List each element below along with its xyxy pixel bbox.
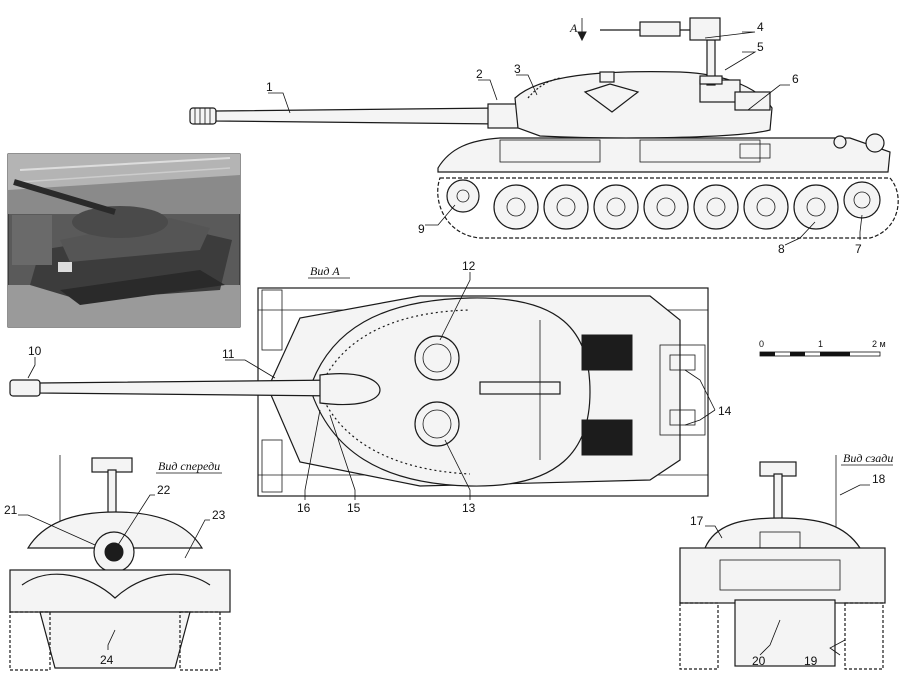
top-view (9, 287, 709, 497)
callout-11: 11 (222, 347, 235, 361)
front-view (9, 455, 231, 671)
callout-9: 9 (418, 222, 425, 236)
callout-13: 13 (462, 501, 476, 515)
scale-tick-1: 1 (818, 339, 823, 349)
callouts: 1 2 3 4 5 6 7 8 9 10 11 12 13 14 15 16 1… (4, 20, 886, 668)
callout-16: 16 (297, 501, 311, 515)
callout-2: 2 (476, 67, 483, 81)
callout-7: 7 (855, 242, 862, 256)
view-rear-title: Вид сзади (843, 451, 893, 465)
side-view (189, 17, 899, 239)
callout-18: 18 (872, 472, 886, 486)
view-titles: A Вид А Вид спереди Вид сзади (156, 21, 893, 474)
callout-15: 15 (347, 501, 361, 515)
callout-1: 1 (266, 80, 273, 94)
view-front-title: Вид спереди (158, 459, 220, 473)
callout-3: 3 (514, 62, 521, 76)
callout-20: 20 (752, 654, 766, 668)
view-top-title: Вид А (310, 264, 340, 278)
scale-tick-2: 2 м (872, 339, 886, 349)
callout-23: 23 (212, 508, 226, 522)
callout-21: 21 (4, 503, 18, 517)
leader-lines (18, 31, 870, 656)
callout-19: 19 (804, 654, 818, 668)
callout-4: 4 (757, 20, 764, 34)
callout-10: 10 (28, 344, 42, 358)
callout-6: 6 (792, 72, 799, 86)
callout-8: 8 (778, 242, 785, 256)
museum-photo (7, 153, 241, 328)
scale-bar: 0 1 2 м (759, 339, 886, 357)
scale-tick-0: 0 (759, 339, 764, 349)
callout-12: 12 (462, 259, 476, 273)
callout-5: 5 (757, 40, 764, 54)
callout-14: 14 (718, 404, 732, 418)
callout-17: 17 (690, 514, 704, 528)
arrow-letter: A (569, 21, 578, 35)
rear-view (679, 455, 886, 670)
callout-22: 22 (157, 483, 171, 497)
callout-24: 24 (100, 653, 114, 667)
